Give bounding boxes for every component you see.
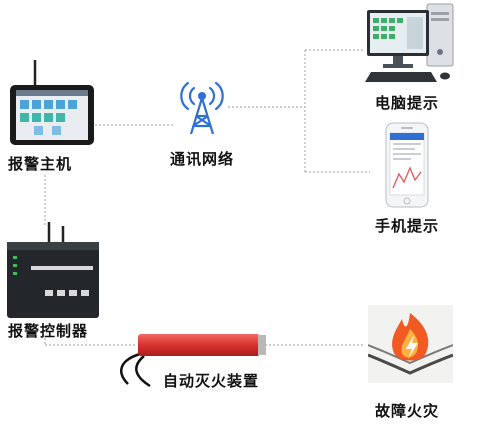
antenna-tower-icon bbox=[180, 81, 224, 135]
phone-label: 手机提示 bbox=[375, 217, 440, 235]
suppression-node bbox=[110, 330, 270, 390]
desktop-computer-icon bbox=[365, 3, 454, 82]
network-label: 通讯网络 bbox=[170, 150, 235, 168]
pc-label: 电脑提示 bbox=[375, 94, 440, 112]
controller-label: 报警控制器 bbox=[8, 322, 89, 340]
extinguishing-tube-icon bbox=[120, 334, 266, 388]
phone-node bbox=[383, 122, 433, 208]
fire-node bbox=[367, 305, 454, 383]
pc-node bbox=[365, 2, 460, 87]
fire-label: 故障火灾 bbox=[375, 402, 440, 420]
alarm-host bbox=[8, 55, 98, 150]
controller-node bbox=[5, 220, 100, 320]
alarm-host-label: 报警主机 bbox=[8, 155, 73, 173]
network-tower bbox=[177, 78, 227, 136]
smartphone-icon bbox=[385, 122, 429, 208]
suppression-label: 自动灭火装置 bbox=[163, 372, 260, 390]
tablet-icon bbox=[10, 60, 94, 145]
fire-icon bbox=[367, 305, 454, 383]
controller-box-icon bbox=[7, 222, 99, 318]
